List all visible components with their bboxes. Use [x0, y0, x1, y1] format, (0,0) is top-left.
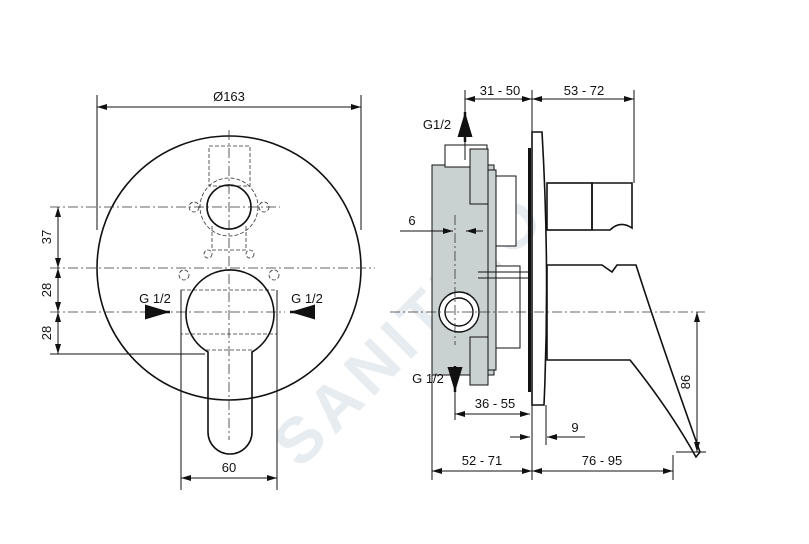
- diverter-hole: [206, 184, 252, 230]
- dim-86: 86: [678, 375, 693, 389]
- dim-52-71: 52 - 71: [462, 453, 502, 468]
- dim-31-50: 31 - 50: [480, 83, 520, 98]
- front-view: Ø163 37 28 28 60 G 1/2 G 1/2: [39, 89, 375, 490]
- dim-53-72: 53 - 72: [564, 83, 604, 98]
- cover-plate-side: [531, 131, 548, 406]
- dim-28-upper: 28: [39, 283, 54, 297]
- dim-37: 37: [39, 230, 54, 244]
- inlet-right-label: G 1/2: [291, 291, 323, 306]
- dim-60: 60: [222, 460, 236, 475]
- side-view: 31 - 50 53 - 72 G1/2 6 G 1/2 36 - 55 9 5…: [390, 83, 706, 480]
- lever-side: [546, 264, 701, 459]
- diameter-label: Ø163: [213, 89, 245, 104]
- outlet-top-label: G1/2: [423, 117, 451, 132]
- lever-handle: [185, 269, 275, 455]
- dim-76-95: 76 - 95: [582, 453, 622, 468]
- dim-36-55: 36 - 55: [475, 396, 515, 411]
- outlet-bottom-label: G 1/2: [412, 371, 444, 386]
- dim-6: 6: [408, 213, 415, 228]
- inlet-left-label: G 1/2: [139, 291, 171, 306]
- dim-28-lower: 28: [39, 326, 54, 340]
- spout-body: [546, 182, 593, 231]
- dim-9: 9: [571, 420, 578, 435]
